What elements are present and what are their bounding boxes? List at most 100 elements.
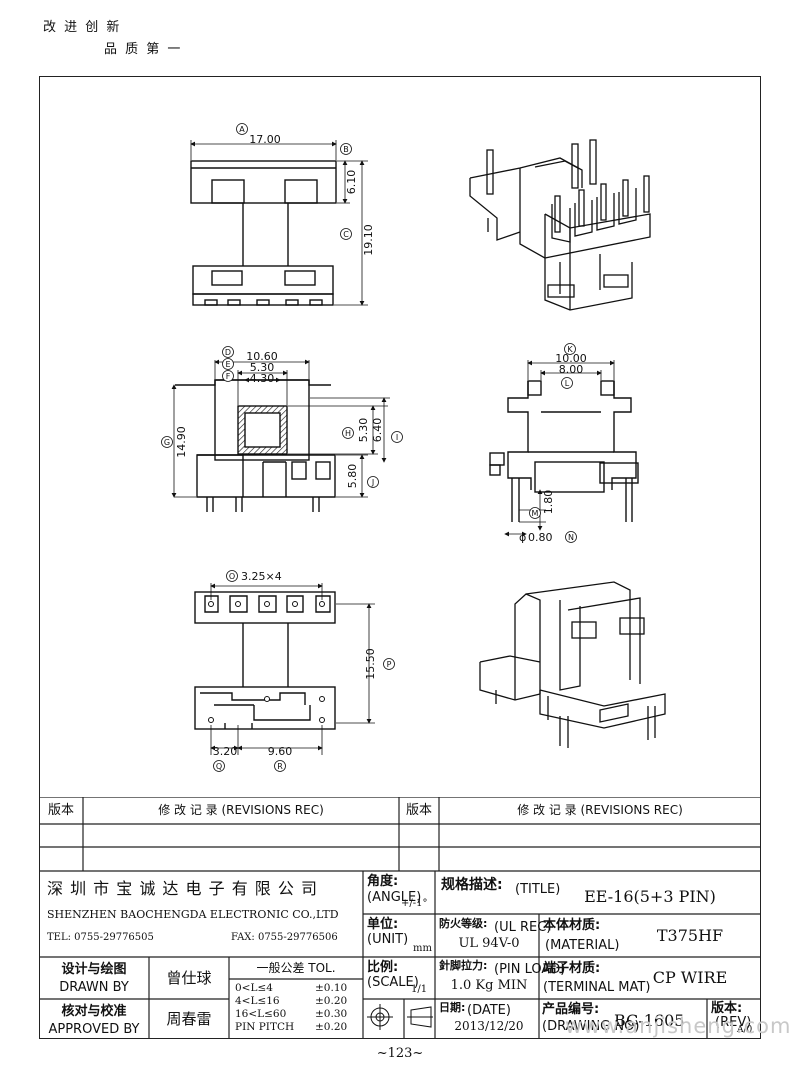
scale-label-en: (SCALE) (367, 975, 419, 990)
mark-q: Q (213, 760, 225, 772)
dim-text-q: 3.20 (213, 745, 238, 758)
pin-load-value: 1.0 Kg MIN (450, 978, 528, 993)
mark-c: C (340, 228, 352, 240)
dim-text-e: 5.30 (250, 361, 275, 374)
side-elevation-view (489, 380, 639, 522)
rev-value: A/0 (737, 1025, 753, 1035)
tolerance-range-3: 16<L≤60 (235, 1008, 287, 1020)
svg-text:G: G (164, 438, 170, 447)
tolerance-range-2: 4<L≤16 (235, 995, 280, 1007)
title-label: 规格描述: (441, 877, 503, 893)
pin-load-label: 針脚拉力: (439, 959, 488, 972)
mark-n: N (565, 531, 577, 543)
ul-label-en: (UL REC) (494, 920, 552, 935)
technical-drawing: 17.00 6.10 19.10 10.60 5.30 4.30 14.90 5… (161, 123, 666, 772)
isometric-view-bottom (479, 581, 666, 748)
scale-label: 比例: (367, 960, 399, 975)
svg-text:E: E (225, 360, 230, 369)
svg-text:I: I (396, 433, 398, 442)
tolerance-values: ±0.10 ±0.20 ±0.30 ±0.20 (315, 982, 347, 1034)
svg-text:A: A (239, 125, 245, 134)
material-label: 本体材质: (543, 918, 601, 933)
dim-text-c: 19.10 (362, 224, 375, 256)
mark-d: D (222, 346, 234, 358)
company-name-cn: 深 圳 市 宝 诚 达 电 子 有 限 公 司 (47, 879, 318, 898)
dim-text-f: 4.30 (250, 372, 275, 385)
mark-i: I (391, 431, 403, 443)
dim-text-k: 10.00 (555, 352, 587, 365)
drawn-by-label: 设计与绘图 (61, 962, 127, 977)
svg-text:F: F (226, 372, 231, 381)
mark-b: B (340, 143, 352, 155)
mark-m: M (529, 507, 541, 519)
approved-by-name: 周春雷 (166, 1010, 212, 1028)
dim-text-j: 5.80 (346, 464, 359, 489)
revision-version-header-left: 版本 (47, 803, 74, 818)
date-label: 日期: (439, 1001, 466, 1014)
dim-text-a: 17.00 (249, 133, 281, 146)
mark-g: G (161, 436, 173, 448)
drawing-frame (39, 76, 761, 1039)
material-value: T375HF (656, 926, 724, 945)
svg-text:N: N (568, 533, 574, 542)
mark-f: F (222, 370, 234, 382)
date-value: 2013/12/20 (454, 1019, 524, 1033)
tolerance-value-1: ±0.10 (315, 982, 348, 994)
approved-by-label-en: APPROVED BY (48, 1022, 140, 1037)
rev-label: 版本: (711, 1001, 743, 1016)
angle-value: +/-1° (401, 898, 428, 909)
angle-label: 角度: (367, 874, 399, 889)
drawn-by-name: 曾仕球 (166, 969, 212, 987)
svg-text:L: L (565, 379, 570, 388)
mark-p: P (383, 658, 395, 670)
svg-text:K: K (567, 345, 573, 354)
terminal-value: CP WIRE (652, 968, 728, 987)
mark-o: O (226, 570, 238, 582)
tolerance-value-4: ±0.20 (315, 1021, 348, 1033)
unit-value: mm (413, 943, 432, 954)
svg-text:B: B (343, 145, 349, 154)
mark-k: K (564, 343, 576, 355)
date-label-en: (DATE) (467, 1003, 511, 1018)
drawing-no-value: BC-1605 (614, 1011, 685, 1030)
terminal-label: 端子材质: (543, 961, 601, 976)
phi-symbol: φ (519, 531, 526, 544)
tolerance-value-2: ±0.20 (315, 995, 348, 1007)
dim-text-o: 3.25×4 (241, 570, 282, 583)
rev-label-en: (REV) (715, 1015, 752, 1030)
svg-text:R: R (277, 762, 283, 771)
motto-line-2: 品 质 第 一 (104, 42, 183, 57)
mark-e: E (222, 358, 234, 370)
company-name-en: SHENZHEN BAOCHENGDA ELECTRONIC CO.,LTD (47, 908, 339, 921)
dim-text-i: 6.40 (371, 418, 384, 443)
dim-text-p: 15.50 (364, 648, 377, 680)
mark-h: H (342, 427, 354, 439)
pin-load-label-en: (PIN LOAD) (494, 962, 566, 977)
title-value: EE-16(5+3 PIN) (584, 887, 716, 906)
ul-label: 防火等级: (439, 917, 488, 930)
projection-symbol (367, 1004, 433, 1030)
dim-text-m: 1.80 (542, 490, 555, 515)
terminal-label-en: (TERMINAL MAT) (543, 980, 651, 995)
tolerance-range-4: PIN PITCH (235, 1021, 295, 1033)
title-block-grid (39, 797, 761, 1039)
svg-text:D: D (225, 348, 231, 357)
tolerance-title: 一般公差 TOL. (256, 961, 336, 975)
company-tel: TEL: 0755-29776505 (47, 932, 154, 943)
company-fax: FAX: 0755-29776506 (231, 932, 338, 943)
ul-value: UL 94V-0 (458, 936, 520, 951)
top-view (194, 591, 336, 730)
mark-r: R (274, 760, 286, 772)
dim-text-l: 8.00 (559, 363, 584, 376)
dim-text-g: 14.90 (175, 426, 188, 458)
revision-version-header-right: 版本 (405, 803, 432, 818)
watermark: www.anjisheng.com (565, 1014, 792, 1038)
svg-text:Q: Q (216, 762, 222, 771)
dim-text-r: 9.60 (268, 745, 293, 758)
svg-text:M: M (532, 509, 539, 518)
dim-text-h: 5.30 (357, 418, 370, 443)
motto-line-1: 改 进 创 新 (43, 20, 122, 35)
isometric-view-top (469, 139, 651, 311)
unit-label: 单位: (367, 917, 399, 932)
svg-text:P: P (387, 660, 392, 669)
